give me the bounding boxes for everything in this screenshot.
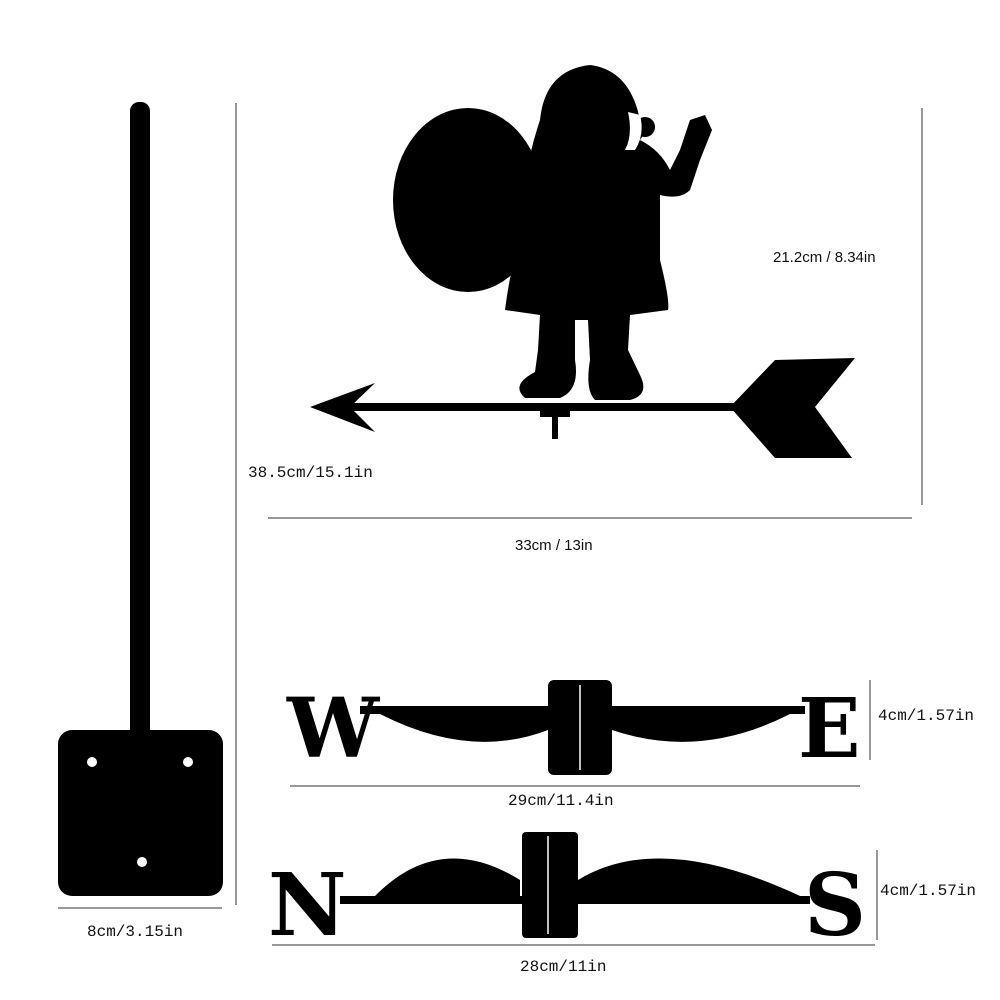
santa-width-label: 33cm / 13in xyxy=(515,537,593,554)
screw-hole xyxy=(183,757,193,767)
north-letter: N xyxy=(268,855,347,956)
santa-height-label: 21.2cm / 8.34in xyxy=(773,249,876,266)
screw-hole xyxy=(137,857,147,867)
we-height-label: 4cm/1.57in xyxy=(878,707,975,725)
east-letter: E xyxy=(798,681,861,777)
santa-silhouette xyxy=(393,65,712,400)
ns-width-label: 28cm/11in xyxy=(520,958,607,976)
base-plate xyxy=(58,730,223,896)
west-east-bar: W E xyxy=(286,680,861,777)
we-width-label: 29cm/11.4in xyxy=(508,792,614,810)
total-height-label: 38.5cm/15.1in xyxy=(248,464,373,482)
dimension-lines xyxy=(58,103,923,946)
arrow-silhouette xyxy=(310,358,855,458)
north-south-bar: N S xyxy=(268,832,866,956)
screw-hole xyxy=(87,757,97,767)
west-letter: W xyxy=(286,681,381,777)
south-letter: S xyxy=(804,855,866,956)
base-width-label: 8cm/3.15in xyxy=(87,923,184,941)
ns-height-label: 4cm/1.57in xyxy=(880,882,977,900)
mounting-pole xyxy=(58,102,223,896)
